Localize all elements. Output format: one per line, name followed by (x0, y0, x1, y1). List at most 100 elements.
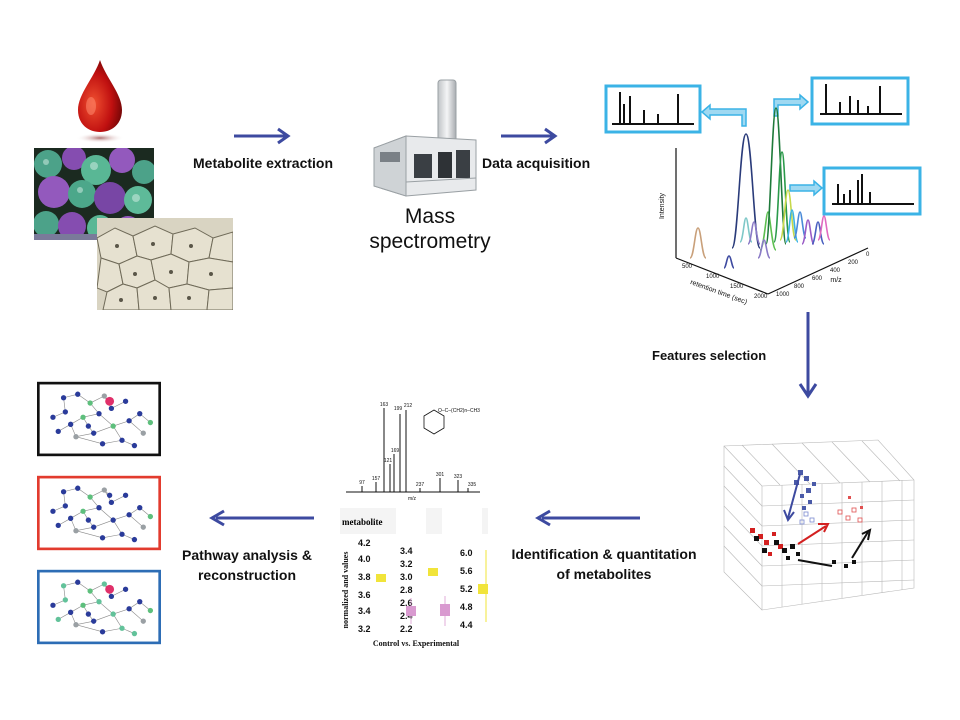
network-node (85, 423, 92, 429)
network-edge (112, 425, 123, 441)
z-tick: 600 (812, 276, 823, 282)
boxplot-x-label: Control vs. Experimental (373, 639, 460, 648)
boxplot-y-label: normalized and values (341, 552, 350, 629)
network-edge (75, 526, 94, 532)
network-edge (102, 439, 123, 445)
network-node (122, 492, 129, 498)
network-edge (102, 533, 123, 539)
network-node (75, 391, 81, 397)
network-node (75, 485, 81, 491)
network-node (126, 606, 132, 612)
x-tick: 500 (682, 264, 693, 270)
chromatogram-3d-plot: Intensity retention time (sec) m/z 500 1… (604, 76, 922, 306)
network-node (131, 630, 138, 637)
step-data-acquisition: Data acquisition (482, 155, 591, 171)
arrow-left-icon (535, 509, 640, 527)
tick-left: 3.4 (358, 606, 371, 616)
network-edge (75, 432, 94, 438)
msms-peak-label: 97 (359, 480, 365, 486)
tick-right: 5.6 (460, 566, 473, 576)
network-node (99, 441, 106, 447)
msms-peak-label: 199 (394, 406, 403, 412)
z-tick: 400 (830, 268, 841, 274)
network-node (110, 423, 116, 429)
network-node (62, 409, 68, 415)
network-node (108, 593, 115, 600)
network-node (108, 499, 115, 506)
boxplot-header: metabolite (342, 517, 383, 527)
network-node (55, 428, 61, 435)
network-edge (112, 519, 123, 535)
network-node (85, 517, 92, 523)
step-mass-spectrometry: Mass spectrometry (366, 204, 494, 254)
msms-peak-label: 237 (416, 482, 425, 488)
network-edge (128, 514, 144, 528)
network-node (99, 629, 106, 635)
tissue-micrograph-image (97, 218, 233, 310)
msms-peak-label: 335 (468, 482, 477, 488)
mass-spectrometry-line1: Mass (404, 205, 456, 228)
identification-line1: Identification & quantitation (511, 546, 697, 562)
tick-mid: 2.2 (400, 624, 413, 634)
network-node (87, 494, 93, 500)
network-edge (75, 620, 94, 626)
x-tick: 1000 (706, 274, 720, 280)
boxplot-header-strip: metabolite (340, 508, 488, 534)
mass-spectrometry-line2: spectrometry (369, 230, 491, 253)
tick-mid: 2.8 (400, 585, 413, 595)
network-node (60, 395, 67, 401)
network-node (60, 489, 67, 495)
msms-peak-label: 212 (404, 403, 413, 409)
network-node (147, 419, 154, 426)
network-node (91, 430, 97, 436)
network-node (73, 434, 79, 440)
network-node (75, 579, 81, 585)
network-edge (75, 436, 103, 445)
network-node (105, 396, 115, 406)
box-control (376, 574, 386, 582)
network-node (140, 618, 146, 624)
network-edge (102, 627, 123, 633)
network-edge (82, 507, 100, 512)
network-edge (113, 420, 130, 427)
chromatogram-y-label: Intensity (659, 192, 666, 219)
spectrum-box-2 (810, 76, 910, 126)
tick-right: 5.2 (460, 584, 473, 594)
network-node (91, 618, 97, 624)
x-tick: 2000 (754, 294, 768, 300)
network-node (110, 611, 116, 617)
box-control (478, 584, 488, 594)
network-edge (113, 514, 130, 521)
network-edge (75, 530, 103, 539)
network-edge (98, 601, 114, 615)
pca-3d-scatter-plot (723, 439, 915, 611)
boxplot-chart: normalized and values 4.2 4.0 3.8 3.6 3.… (341, 538, 488, 648)
network-node (80, 508, 86, 514)
network-node (101, 393, 107, 399)
network-node (126, 418, 132, 424)
arrow-left-icon (209, 509, 314, 527)
tick-left: 3.6 (358, 590, 371, 600)
tick-left: 3.2 (358, 624, 371, 634)
network-node (110, 517, 116, 523)
header-cell (396, 508, 426, 534)
tick-mid: 3.4 (400, 546, 413, 556)
network-node (106, 492, 113, 498)
z-tick: 800 (794, 284, 805, 290)
step-pathway-analysis: Pathway analysis & reconstruction (176, 545, 318, 585)
network-edge (128, 420, 144, 434)
mass-spectrometer-image (373, 79, 477, 197)
msms-spectrum-plot: 163 199 212 121 169 157 97 237 301 323 3… (346, 402, 480, 502)
network-node (91, 524, 97, 530)
network-edge (128, 608, 144, 622)
network-node (122, 586, 129, 592)
network-node (96, 599, 102, 605)
network-node (119, 437, 125, 443)
network-node (101, 487, 107, 493)
network-node (50, 414, 56, 420)
box-control (428, 568, 438, 576)
network-node (68, 421, 74, 427)
step-metabolite-extraction: Metabolite extraction (193, 155, 334, 171)
tick-left: 4.2 (358, 538, 371, 548)
network-node (55, 616, 61, 623)
